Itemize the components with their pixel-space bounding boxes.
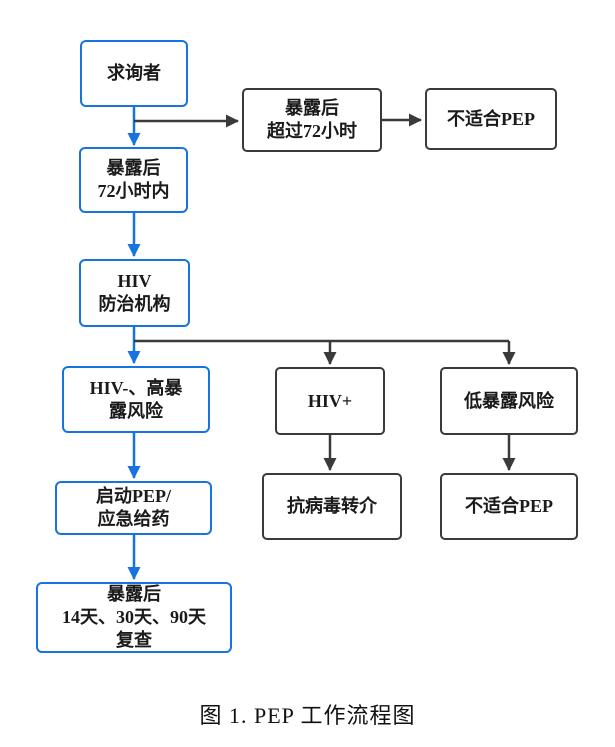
node-not-suitable-pep-bottom: 不适合PEP [440, 473, 578, 540]
node-low-exposure-risk: 低暴露风险 [440, 367, 578, 435]
node-start-pep: 启动PEP/ 应急给药 [55, 481, 212, 535]
figure-caption: 图 1. PEP 工作流程图 [199, 703, 416, 728]
node-hiv-institution: HIV 防治机构 [79, 259, 190, 327]
node-antiviral-referral: 抗病毒转介 [262, 473, 402, 540]
node-consultant: 求询者 [80, 40, 188, 107]
node-exposure-over-72h: 暴露后 超过72小时 [242, 88, 382, 152]
node-followup-review: 暴露后 14天、30天、90天 复查 [36, 582, 232, 653]
node-hiv-negative-high-risk: HIV-、高暴 露风险 [62, 366, 210, 433]
node-hiv-positive: HIV+ [275, 367, 385, 435]
node-exposure-within-72h: 暴露后 72小时内 [79, 147, 188, 213]
node-not-suitable-pep-top: 不适合PEP [425, 88, 557, 150]
